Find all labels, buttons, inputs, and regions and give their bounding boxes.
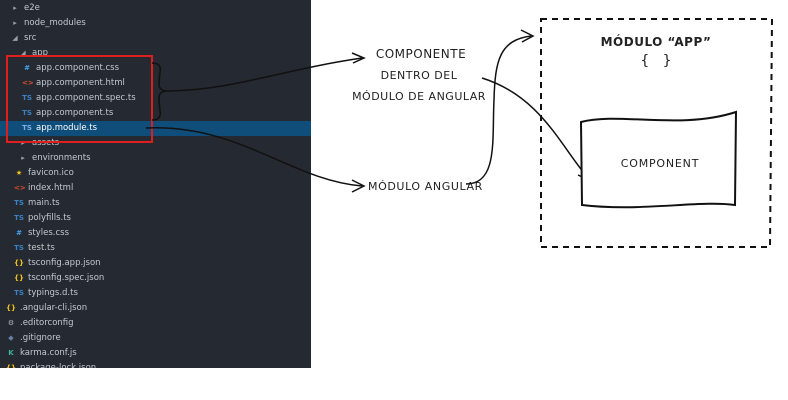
ts-file-icon: TS: [14, 244, 24, 252]
explorer-item-label: .angular-cli.json: [20, 303, 88, 313]
star-icon: ★: [15, 169, 23, 177]
component-files-highlight: [6, 55, 153, 143]
ts-file-icon: TS: [14, 214, 24, 222]
module-note: MÓDULO ANGULAR: [368, 180, 483, 193]
explorer-item[interactable]: ▸ e2e: [0, 1, 311, 16]
explorer-item-label: favicon.ico: [28, 168, 74, 178]
explorer-item[interactable]: ◢ app: [0, 46, 311, 61]
explorer-item-label: app.component.spec.ts: [36, 93, 136, 103]
explorer-item-label: node_modules: [24, 18, 86, 28]
explorer-item-label: e2e: [24, 3, 40, 13]
explorer-item[interactable]: TS polyfills.ts: [0, 211, 311, 226]
explorer-item-label: index.html: [28, 183, 74, 193]
ts-file-icon: TS: [14, 199, 24, 207]
explorer-item[interactable]: TS main.ts: [0, 196, 311, 211]
chevron-down-icon: ◢: [12, 34, 18, 42]
explorer-item-label: src: [24, 33, 37, 43]
css-file-icon: #: [24, 64, 30, 72]
arrow-brace-to-note: [165, 57, 363, 92]
module-box-braces: { }: [640, 53, 671, 69]
explorer-item-label: app.component.css: [36, 63, 120, 73]
explorer-item[interactable]: <>index.html: [0, 181, 311, 196]
css-file-icon: #: [16, 229, 22, 237]
chevron-down-icon: ◢: [20, 49, 26, 57]
explorer-item-label: app.component.html: [36, 78, 125, 88]
ts-file-icon: TS: [22, 109, 32, 117]
explorer-item-label: typings.d.ts: [28, 288, 78, 298]
component-box: [579, 110, 738, 209]
explorer-item[interactable]: ▸ node_modules: [0, 16, 311, 31]
chevron-right-icon: ▸: [21, 139, 25, 147]
file-explorer: ▸e2e▸node_modules◢src◢app#app.component.…: [0, 0, 311, 368]
ts-file-icon: TS: [14, 289, 24, 297]
explorer-item[interactable]: {} package-lock.json: [0, 361, 311, 368]
explorer-item-label: package-lock.json: [20, 363, 97, 368]
ts-file-icon: TS: [22, 124, 32, 132]
explorer-item[interactable]: <>app.component.html: [0, 76, 311, 91]
explorer-item[interactable]: TS typings.d.ts: [0, 286, 311, 301]
explorer-item[interactable]: {} tsconfig.spec.json: [0, 271, 311, 286]
component-box-label: COMPONENT: [621, 157, 699, 170]
explorer-item-label: tsconfig.spec.json: [28, 273, 105, 283]
arrow-module-file-to-note: [145, 127, 363, 187]
module-app-box: [540, 18, 774, 248]
arrow-note-to-component: [481, 77, 589, 179]
explorer-item[interactable]: {} tsconfig.app.json: [0, 256, 311, 271]
explorer-item[interactable]: {} .angular-cli.json: [0, 301, 311, 316]
git-icon: ◆: [8, 334, 14, 342]
explorer-item[interactable]: ◆ .gitignore: [0, 331, 311, 346]
gear-icon: ⚙: [7, 319, 15, 327]
explorer-item-label: app.component.ts: [36, 108, 114, 118]
explorer-item-label: main.ts: [28, 198, 60, 208]
curly-brace: [151, 62, 167, 121]
explorer-item-label: .gitignore: [20, 333, 61, 343]
arrowhead-icon: [351, 52, 366, 64]
explorer-item[interactable]: TS app.component.ts: [0, 106, 311, 121]
karma-icon: K: [8, 349, 14, 357]
explorer-item-label: tsconfig.app.json: [28, 258, 101, 268]
component-note-line-2: DENTRO DEL: [381, 69, 458, 82]
arrow-note-to-module-box: [465, 35, 532, 185]
explorer-item-label: .editorconfig: [20, 318, 74, 328]
html-file-icon: <>: [14, 184, 26, 192]
explorer-item-label: styles.css: [28, 228, 70, 238]
chevron-right-icon: ▸: [13, 19, 17, 27]
explorer-item[interactable]: ◢ src: [0, 31, 311, 46]
explorer-item[interactable]: # styles.css: [0, 226, 311, 241]
explorer-item[interactable]: ▸ assets: [0, 136, 311, 151]
explorer-item-label: app.module.ts: [36, 123, 98, 133]
explorer-item-label: test.ts: [28, 243, 55, 253]
json-file-icon: {}: [14, 274, 24, 282]
explorer-item[interactable]: TS test.ts: [0, 241, 311, 256]
json-file-icon: {}: [14, 259, 24, 267]
explorer-item[interactable]: # app.component.css: [0, 61, 311, 76]
module-box-title: MÓDULO “APP”: [601, 34, 712, 49]
ts-file-icon: TS: [22, 94, 32, 102]
explorer-item[interactable]: ▸ environments: [0, 151, 311, 166]
explorer-item-label: app: [32, 48, 48, 58]
component-note-line-3: MÓDULO DE ANGULAR: [352, 90, 486, 103]
html-file-icon: <>: [22, 79, 34, 87]
component-note-line-1: COMPONENTE: [376, 47, 466, 61]
explorer-item-label: polyfills.ts: [28, 213, 71, 223]
chevron-right-icon: ▸: [13, 4, 17, 12]
json-file-icon: {}: [6, 304, 16, 312]
explorer-item-label: assets: [32, 138, 60, 148]
explorer-item[interactable]: TS app.component.spec.ts: [0, 91, 311, 106]
json-file-icon: {}: [6, 364, 16, 368]
arrowhead-icon: [520, 29, 535, 43]
chevron-right-icon: ▸: [21, 154, 25, 162]
explorer-item[interactable]: ⚙ .editorconfig: [0, 316, 311, 331]
explorer-item-label: environments: [32, 153, 91, 163]
explorer-item-label: karma.conf.js: [20, 348, 77, 358]
explorer-item[interactable]: ★ favicon.ico: [0, 166, 311, 181]
arrowhead-icon: [351, 179, 366, 193]
